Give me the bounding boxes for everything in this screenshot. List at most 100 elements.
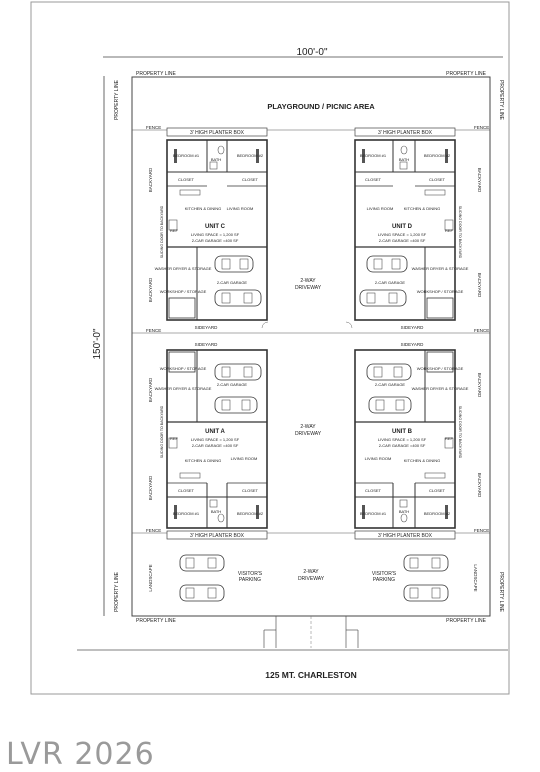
planter-label-c: 3' HIGH PLANTER BOX — [190, 130, 245, 136]
svg-text:WASHER DRYER & STORAGE: WASHER DRYER & STORAGE — [155, 266, 212, 271]
svg-text:UNIT B: UNIT B — [392, 429, 413, 435]
svg-text:BATH: BATH — [211, 157, 221, 162]
driveway-1-line2: DRIVEWAY — [295, 285, 322, 291]
unit-c: BEDROOM #1 BEDROOM #2 BATH CLOSET CLOSET… — [155, 139, 268, 321]
svg-text:KITCHEN & DINING: KITCHEN & DINING — [185, 458, 221, 463]
svg-text:UNIT D: UNIT D — [392, 224, 413, 230]
svg-text:CLOSET: CLOSET — [365, 177, 382, 182]
landscape-right: LANDSCAPE — [473, 564, 478, 591]
property-line-top-left: PROPERTY LINE — [136, 71, 176, 77]
backyard-d-1: BACKYARD — [477, 168, 482, 193]
svg-text:SLIDING DOOR TO BACKYARD: SLIDING DOOR TO BACKYARD — [458, 406, 462, 459]
driveway-2-line2: DRIVEWAY — [295, 431, 322, 437]
svg-text:LIVING ROOM: LIVING ROOM — [367, 206, 394, 211]
svg-text:SLIDING DOOR TO BACKYARD: SLIDING DOOR TO BACKYARD — [160, 405, 164, 458]
svg-text:2-CAR GARAGE =400 SF: 2-CAR GARAGE =400 SF — [192, 443, 239, 448]
svg-text:BEDROOM #2: BEDROOM #2 — [237, 511, 264, 516]
svg-text:LIVING SPACE = 1,200 SF: LIVING SPACE = 1,200 SF — [378, 232, 427, 237]
svg-text:BEDROOM #1: BEDROOM #1 — [173, 511, 200, 516]
sideyard-d: SIDEYARD — [401, 325, 424, 330]
property-line-top-right: PROPERTY LINE — [446, 71, 486, 77]
playground-label: PLAYGROUND / PICNIC AREA — [267, 102, 375, 111]
unit-b: WORKSHOP / STORAGE WASHER DRYER & STORAG… — [354, 349, 469, 529]
svg-text:CLOSET: CLOSET — [178, 177, 195, 182]
svg-text:2-CAR GARAGE: 2-CAR GARAGE — [375, 382, 406, 387]
unit-d: BEDROOM #1 BEDROOM #2 BATH CLOSET CLOSET… — [354, 139, 469, 321]
svg-text:CLOSET: CLOSET — [429, 488, 446, 493]
svg-text:2-CAR GARAGE =400 SF: 2-CAR GARAGE =400 SF — [379, 443, 426, 448]
svg-text:VISITOR'S: VISITOR'S — [372, 571, 397, 577]
watermark: LVR 2026 — [6, 737, 155, 772]
svg-text:2-CAR GARAGE =400 SF: 2-CAR GARAGE =400 SF — [379, 238, 426, 243]
svg-text:WASHER DRYER & STORAGE: WASHER DRYER & STORAGE — [412, 266, 469, 271]
svg-text:BEDROOM #2: BEDROOM #2 — [424, 153, 451, 158]
svg-text:REF: REF — [445, 228, 454, 233]
planter-box-b — [354, 530, 456, 540]
landscape-left: LANDSCAPE — [148, 564, 153, 591]
property-line-bottom-left: PROPERTY LINE — [136, 618, 176, 624]
svg-text:REF: REF — [445, 436, 454, 441]
svg-text:BATH: BATH — [399, 157, 409, 162]
driveway-2-line1: 2-WAY — [300, 424, 316, 430]
svg-text:BEDROOM #1: BEDROOM #1 — [360, 153, 387, 158]
street-name: 125 MT. CHARLESTON — [265, 670, 356, 680]
planter-box-d — [354, 127, 456, 137]
svg-text:WASHER DRYER & STORAGE: WASHER DRYER & STORAGE — [155, 386, 212, 391]
fence-label-6: FENCE — [474, 528, 489, 533]
svg-text:PARKING: PARKING — [239, 577, 261, 583]
drawing-frame — [30, 1, 510, 695]
property-line-right-bottom: PROPERTY LINE — [498, 572, 504, 612]
gate-arc-left — [261, 321, 269, 329]
svg-text:WORKSHOP / STORAGE: WORKSHOP / STORAGE — [160, 289, 207, 294]
svg-text:WASHER DRYER & STORAGE: WASHER DRYER & STORAGE — [412, 386, 469, 391]
svg-text:LIVING ROOM: LIVING ROOM — [231, 456, 258, 461]
backyard-c-2: BACKYARD — [148, 277, 153, 302]
entry-driveway — [263, 616, 359, 648]
svg-text:LIVING ROOM: LIVING ROOM — [227, 206, 254, 211]
fence-label-5: FENCE — [146, 528, 161, 533]
svg-text:WORKSHOP / STORAGE: WORKSHOP / STORAGE — [160, 366, 207, 371]
svg-text:2-CAR GARAGE: 2-CAR GARAGE — [375, 280, 406, 285]
sideyard-c: SIDEYARD — [195, 325, 218, 330]
planter-label-b: 3' HIGH PLANTER BOX — [378, 533, 433, 539]
svg-text:CLOSET: CLOSET — [365, 488, 382, 493]
svg-text:SLIDING DOOR TO BACKYARD: SLIDING DOOR TO BACKYARD — [458, 206, 462, 259]
property-line-left-top: PROPERTY LINE — [114, 79, 120, 119]
planter-box-a — [166, 530, 268, 540]
svg-text:CLOSET: CLOSET — [242, 177, 259, 182]
svg-text:WORKSHOP / STORAGE: WORKSHOP / STORAGE — [417, 289, 464, 294]
svg-text:BEDROOM #2: BEDROOM #2 — [424, 511, 451, 516]
backyard-b-2: BACKYARD — [477, 473, 482, 498]
svg-text:VISITOR'S: VISITOR'S — [238, 571, 263, 577]
svg-text:WORKSHOP / STORAGE: WORKSHOP / STORAGE — [417, 366, 464, 371]
fence-label-4: FENCE — [474, 328, 489, 333]
visitor-parking-right: VISITOR'S PARKING — [372, 554, 449, 602]
svg-text:BEDROOM #1: BEDROOM #1 — [360, 511, 387, 516]
backyard-d-2: BACKYARD — [477, 273, 482, 298]
svg-text:SLIDING DOOR TO BACKYARD: SLIDING DOOR TO BACKYARD — [160, 205, 164, 258]
svg-text:2-CAR GARAGE: 2-CAR GARAGE — [217, 382, 248, 387]
gate-arc-right — [345, 321, 353, 329]
sideyard-b: SIDEYARD — [401, 342, 424, 347]
svg-text:BATH: BATH — [399, 509, 409, 514]
planter-box-c — [166, 127, 268, 137]
svg-text:REF: REF — [170, 436, 179, 441]
backyard-b-1: BACKYARD — [477, 373, 482, 398]
driveway-3-line2: DRIVEWAY — [298, 576, 325, 582]
planter-label-a: 3' HIGH PLANTER BOX — [190, 533, 245, 539]
svg-text:PARKING: PARKING — [373, 577, 395, 583]
svg-text:CLOSET: CLOSET — [178, 488, 195, 493]
fence-label-3: FENCE — [146, 328, 161, 333]
visitor-parking-left: VISITOR'S PARKING — [179, 554, 263, 602]
svg-text:LIVING ROOM: LIVING ROOM — [365, 456, 392, 461]
fence-label-2: FENCE — [474, 125, 489, 130]
svg-text:REF: REF — [170, 228, 179, 233]
svg-text:KITCHEN & DINING: KITCHEN & DINING — [404, 458, 440, 463]
depth-dimension: 150'-0" — [92, 328, 103, 359]
svg-text:LIVING SPACE = 1,200 SF: LIVING SPACE = 1,200 SF — [378, 437, 427, 442]
width-dimension: 100'-0" — [296, 47, 327, 58]
property-line-left-bottom: PROPERTY LINE — [114, 571, 120, 611]
property-line-bottom-right: PROPERTY LINE — [446, 618, 486, 624]
sideyard-a: SIDEYARD — [195, 342, 218, 347]
